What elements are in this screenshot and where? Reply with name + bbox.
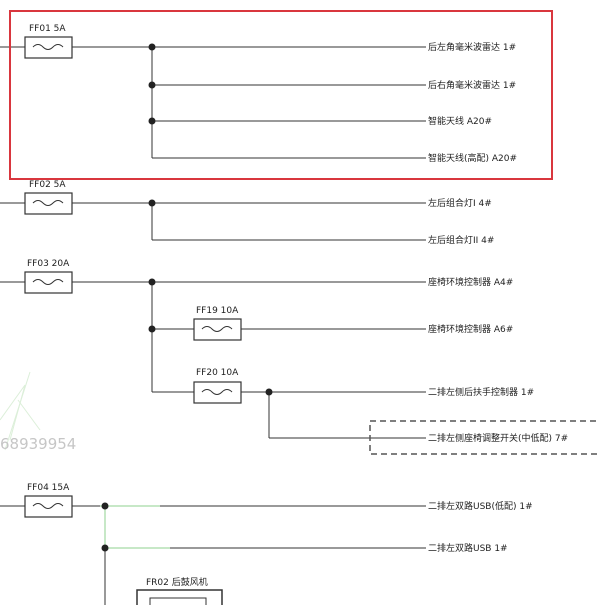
watermark-text: 68939954 (0, 435, 76, 453)
branch-row2-usb: 二排左双路USB 1# (428, 542, 508, 554)
fuse-ff01[interactable] (24, 36, 73, 59)
junction-dot (265, 388, 273, 396)
circuit-ff04: FF04 15A 二排左双路USB(低配) 1# 二排左双路USB 1# FR0… (0, 483, 533, 605)
relay-fr02-label: FR02 后鼓风机 (146, 576, 208, 588)
branch-row2-seat-switch: 二排左侧座椅调整开关(中低配) 7# (428, 432, 568, 444)
fuse-ff01-label: FF01 5A (29, 24, 66, 34)
branch-left-rear-lamp-2: 左后组合灯II 4# (428, 234, 494, 246)
fuse-ff04-label: FF04 15A (27, 483, 70, 493)
optional-config-box (369, 420, 600, 455)
fuse-ff02[interactable] (24, 192, 73, 215)
junction-dot (148, 43, 156, 51)
junction-dot (148, 81, 156, 89)
fuse-ff04[interactable] (24, 495, 73, 518)
branch-rear-right-radar: 后右角毫米波雷达 1# (428, 79, 516, 91)
branch-smart-antenna: 智能天线 A20# (428, 115, 492, 127)
junction-dot (148, 325, 156, 333)
circuit-ff01: FF01 5A 后左角毫米波雷达 1# 后右角毫米波雷达 1# 智能天线 A20… (0, 24, 517, 164)
fuse-ff03[interactable] (24, 271, 73, 294)
fuse-ff19[interactable] (193, 318, 242, 341)
fuse-ff20[interactable] (193, 381, 242, 404)
junction-dot (148, 117, 156, 125)
branch-rear-left-radar: 后左角毫米波雷达 1# (428, 41, 516, 53)
fuse-ff02-label: FF02 5A (29, 180, 66, 190)
branch-seat-climate-a4: 座椅环境控制器 A4# (428, 276, 513, 288)
branch-left-rear-lamp-1: 左后组合灯I 4# (428, 197, 492, 209)
junction-dot (148, 278, 156, 286)
branch-row2-armrest: 二排左侧后扶手控制器 1# (428, 386, 534, 398)
watermark-lines (0, 371, 41, 451)
circuit-ff02: FF02 5A 左后组合灯I 4# 左后组合灯II 4# (0, 180, 494, 246)
fuse-ff19-label: FF19 10A (196, 306, 239, 316)
branch-seat-climate-a6: 座椅环境控制器 A6# (428, 323, 513, 335)
highlight-box (9, 10, 553, 180)
fuse-ff20-label: FF20 10A (196, 368, 239, 378)
junction-dot (148, 199, 156, 207)
branch-smart-antenna-high: 智能天线(高配) A20# (428, 152, 517, 164)
circuit-ff03: FF03 20A FF19 10A FF20 10A 座椅环境控制器 A4# 座… (0, 259, 600, 455)
relay-fr02-coil (149, 597, 207, 605)
junction-dot (101, 544, 109, 552)
branch-row2-usb-dual: 二排左双路USB(低配) 1# (428, 500, 533, 512)
junction-dot (101, 502, 109, 510)
fuse-ff03-label: FF03 20A (27, 259, 70, 269)
